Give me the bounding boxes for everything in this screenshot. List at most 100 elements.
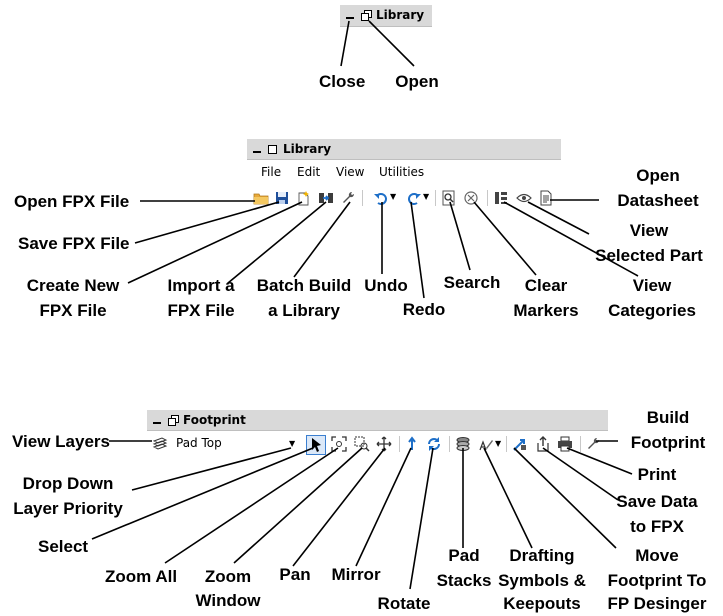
pan-button[interactable]	[375, 435, 393, 453]
view-layers-button[interactable]	[151, 435, 169, 453]
import-fpx-button[interactable]	[317, 189, 335, 207]
callout-save-fpx: Save FPX File	[18, 234, 130, 253]
open-datasheet-button[interactable]	[537, 189, 555, 207]
zoom-all-icon	[331, 436, 347, 452]
library-titlebar: Library	[247, 139, 561, 160]
top-window-title: Library	[376, 8, 425, 22]
menu-file[interactable]: File	[261, 165, 282, 179]
undo-dropdown-icon[interactable]: ▼	[390, 192, 397, 201]
undo-icon	[374, 193, 387, 205]
save-disk-icon	[276, 192, 288, 204]
print-button[interactable]	[556, 435, 574, 453]
drafting-dropdown-icon[interactable]: ▼	[495, 439, 502, 448]
view-categories-button[interactable]	[492, 189, 510, 207]
callout-clear-1: Clear	[524, 276, 568, 295]
callout-undo: Undo	[364, 276, 408, 295]
library-toolbar: ▼ ▼	[247, 186, 561, 210]
drafting-icon	[479, 440, 493, 451]
footprint-window-title: Footprint	[183, 413, 246, 427]
callout-create-new-1: Create New	[26, 276, 120, 295]
library-menubar: File Edit View Utilities	[247, 161, 561, 183]
callout-clear-2: Markers	[513, 301, 579, 320]
menu-edit[interactable]: Edit	[297, 165, 321, 179]
callout-pad-2: Stacks	[436, 571, 492, 590]
toolbar-separator	[362, 190, 363, 206]
new-file-icon	[298, 191, 309, 206]
redo-dropdown-icon[interactable]: ▼	[423, 192, 430, 201]
callout-save-data-1: Save Data	[616, 492, 698, 511]
minimize-icon[interactable]	[253, 151, 261, 153]
pan-icon	[376, 436, 392, 452]
callout-view-layers: View Layers	[12, 432, 110, 451]
clear-icon	[464, 191, 478, 205]
dropdown-arrow-icon[interactable]: ▼	[289, 439, 296, 448]
zoom-all-button[interactable]	[330, 435, 348, 453]
restore-icon[interactable]	[361, 10, 372, 21]
pad-stacks-button[interactable]	[454, 435, 472, 453]
drafting-button[interactable]	[477, 435, 495, 453]
callout-create-new-2: FPX File	[39, 301, 107, 320]
layer-select[interactable]: Pad Top	[176, 436, 222, 450]
create-new-fpx-button[interactable]	[294, 189, 312, 207]
callout-search: Search	[443, 273, 501, 292]
callout-open-fpx: Open FPX File	[14, 192, 130, 211]
callout-print: Print	[637, 465, 677, 484]
callout-open: Open	[395, 72, 439, 91]
callout-move-1: Move	[635, 546, 679, 565]
callout-view-selected-1: View	[629, 221, 669, 240]
callout-dropdown-2: Layer Priority	[13, 499, 123, 518]
minimize-icon[interactable]	[346, 17, 354, 19]
view-selected-part-button[interactable]	[515, 189, 533, 207]
menu-view[interactable]: View	[336, 165, 365, 179]
select-button[interactable]	[306, 435, 326, 455]
rotate-icon	[428, 437, 440, 451]
clear-markers-button[interactable]	[462, 189, 480, 207]
rotate-button[interactable]	[425, 435, 443, 453]
callout-zoom-window-1: Zoom	[204, 567, 252, 586]
callout-view-selected-2: Selected Part	[595, 246, 703, 265]
minimize-icon[interactable]	[153, 422, 161, 424]
callout-import-2: FPX File	[167, 301, 235, 320]
toolbar-separator	[506, 436, 507, 452]
callout-batch-2: a Library	[268, 301, 340, 320]
open-fpx-button[interactable]	[252, 189, 270, 207]
callout-batch-1: Batch Build	[256, 276, 352, 295]
callout-pad-1: Pad	[448, 546, 480, 565]
save-fpx-button[interactable]	[273, 189, 291, 207]
callout-import-1: Import a	[167, 276, 235, 295]
redo-button[interactable]	[405, 189, 423, 207]
move-to-designer-icon	[513, 439, 526, 451]
callout-close: Close	[319, 72, 366, 91]
search-button[interactable]	[440, 189, 458, 207]
callout-save-data-2: to FPX	[630, 517, 684, 536]
toolbar-separator	[449, 436, 450, 452]
batch-build-button[interactable]	[339, 189, 357, 207]
callout-rotate: Rotate	[377, 594, 431, 613]
restore-icon[interactable]	[266, 144, 277, 154]
callout-open-datasheet-1: Open	[636, 166, 680, 185]
pad-stacks-icon	[456, 437, 470, 451]
eye-icon	[516, 193, 532, 203]
save-data-button[interactable]	[534, 435, 552, 453]
callout-move-3: FP Desinger	[607, 594, 707, 613]
move-to-designer-button[interactable]	[511, 435, 529, 453]
toolbar-separator	[399, 436, 400, 452]
zoom-window-button[interactable]	[353, 435, 371, 453]
toolbar-separator	[487, 190, 488, 206]
callout-redo: Redo	[402, 300, 446, 319]
library-window-title: Library	[283, 142, 332, 156]
datasheet-icon	[540, 190, 552, 206]
undo-button[interactable]	[372, 189, 390, 207]
callout-view-categories-2: Categories	[608, 301, 696, 320]
callout-move-2: Footprint To	[607, 571, 707, 590]
callout-mirror: Mirror	[331, 565, 381, 584]
restore-icon[interactable]	[168, 415, 179, 426]
mirror-icon	[408, 436, 416, 450]
callout-select: Select	[38, 537, 89, 556]
footprint-window: Footprint Pad Top ▼	[147, 410, 608, 456]
mirror-button[interactable]	[403, 435, 421, 453]
select-arrow-icon	[312, 438, 321, 452]
library-window: Library File Edit View Utilities ▼ ▼	[247, 139, 561, 211]
build-footprint-button[interactable]	[584, 435, 602, 453]
menu-utilities[interactable]: Utilities	[379, 165, 425, 179]
